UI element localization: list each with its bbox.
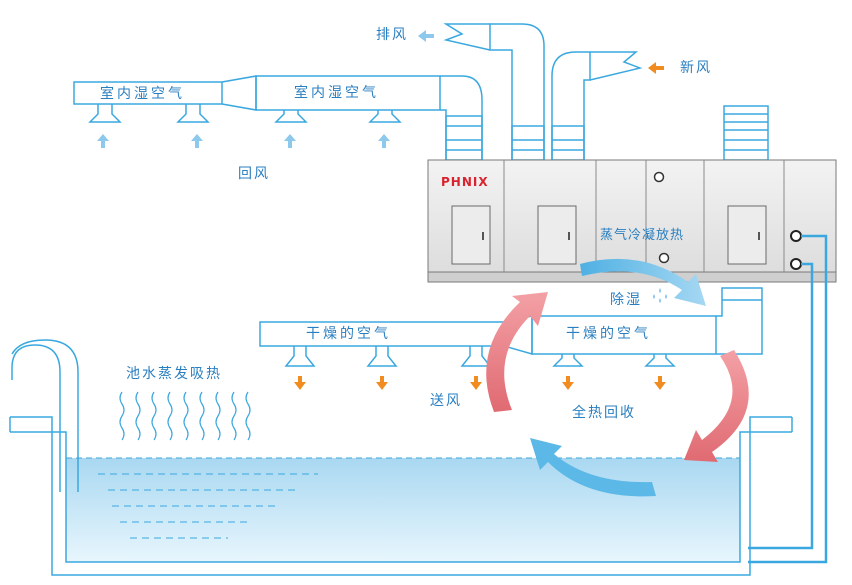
pool-evaporation-label: 池水蒸发吸热 — [126, 366, 222, 382]
indoor-humid-air-label-1: 室内湿空气 — [100, 86, 185, 102]
phnix-logo: PHNIX — [441, 175, 489, 189]
fresh-air-duct — [551, 51, 643, 161]
return-air-arrow-icon — [97, 134, 390, 148]
swimming-pool — [9, 339, 793, 576]
evaporation-steam — [119, 391, 251, 441]
pool-outer-wall — [10, 416, 792, 576]
return-air-label: 回风 — [238, 166, 270, 182]
blue-arc-bottom — [530, 438, 656, 497]
exhaust-arrow-icon — [418, 30, 434, 42]
red-arc-right — [684, 350, 749, 462]
return-air-duct — [73, 75, 483, 161]
gauge-icon — [653, 171, 670, 264]
water-pipes — [748, 234, 828, 564]
heat-recovery-cycle — [486, 258, 749, 497]
exhaust-duct — [443, 23, 545, 161]
fresh-air-arrow-icon — [648, 62, 664, 74]
dry-air-label-2: 干燥的空气 — [566, 326, 651, 342]
pool-inner-wall — [10, 431, 792, 563]
indoor-humid-air-label-2: 室内湿空气 — [294, 85, 379, 101]
exhaust-air-label: 排风 — [376, 27, 408, 43]
pool-ladder — [11, 344, 61, 492]
dehumidifier-unit — [427, 159, 837, 283]
blue-arc-top — [580, 258, 706, 306]
unit-top-vent — [723, 105, 769, 161]
supply-air-label: 送风 — [430, 393, 462, 409]
dry-air-label-1: 干燥的空气 — [306, 326, 391, 342]
full-heat-recovery-label: 全热回收 — [572, 405, 636, 421]
condensation-heat-label: 蒸气冷凝放热 — [600, 228, 685, 243]
dehumidify-label: 除湿 — [610, 292, 642, 308]
fresh-air-label: 新风 — [680, 60, 712, 76]
water-drops-icon — [653, 288, 667, 303]
pool-water — [66, 458, 740, 562]
red-arc-left — [486, 292, 548, 412]
supply-air-arrow-icon — [294, 376, 666, 390]
